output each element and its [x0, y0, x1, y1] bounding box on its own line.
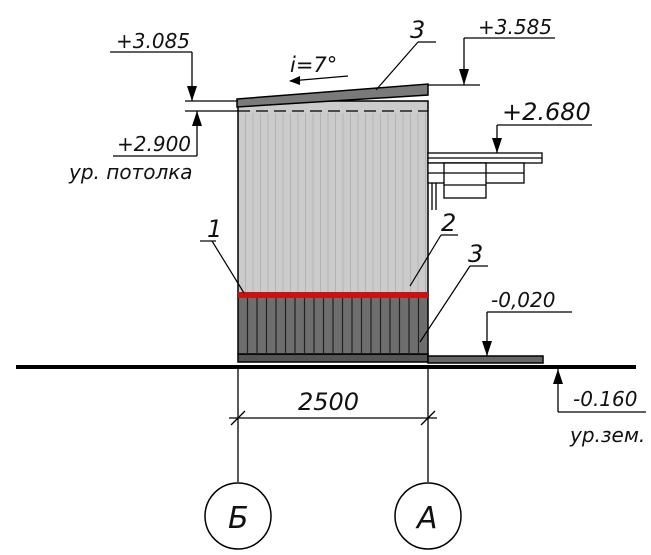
callout-plinth-label: 3: [468, 240, 483, 268]
elev-roof-low-label: +3.085: [116, 29, 190, 53]
elev-plinth: -0,020: [482, 288, 572, 356]
elev-roof-low: +3.085: [110, 29, 238, 102]
elev-canopy: +2.680: [492, 98, 592, 153]
axis-a-label: А: [415, 501, 438, 536]
wall-panel: [237, 100, 429, 296]
callout-roof: 3: [375, 16, 436, 91]
slope-indicator: i=7°: [289, 53, 349, 85]
base-strip: [237, 353, 429, 363]
axis-b-label: Б: [228, 501, 249, 536]
slope-label: i=7°: [290, 53, 337, 77]
elev-roof-top: +3.585: [428, 15, 555, 86]
ground-caption: ур.зем.: [569, 423, 645, 447]
elev-plinth-label: -0,020: [491, 288, 555, 312]
axis-bubble-a: А: [394, 482, 462, 550]
callout-band-label: 1: [207, 215, 222, 243]
callout-wall-label: 2: [441, 209, 456, 237]
elev-roof-top-label: +3.585: [478, 15, 552, 39]
blind-area: [427, 355, 544, 364]
elev-ground-label: -0.160: [573, 387, 637, 411]
wall-ribs: [245, 113, 426, 292]
red-band: [238, 292, 428, 298]
elev-ground: -0.160 ур.зем.: [553, 369, 646, 447]
callout-roof-label: 3: [410, 16, 425, 44]
elev-ceiling: +2.900 ур. потолка: [68, 110, 238, 184]
ceiling-caption: ур. потолка: [68, 160, 193, 184]
canopy: [427, 152, 543, 210]
dimension-label: 2500: [298, 388, 359, 416]
callout-wall: 2: [409, 209, 458, 287]
plinth-ribs: [246, 298, 420, 354]
roof-slab: [236, 83, 429, 108]
elev-canopy-label: +2.680: [502, 98, 591, 126]
axis-bubble-b: Б: [204, 482, 272, 550]
dimension-width: [229, 367, 437, 482]
elev-ceiling-label: +2.900: [117, 132, 191, 156]
callout-plinth: 3: [419, 240, 488, 343]
callout-band: 1: [200, 215, 245, 294]
